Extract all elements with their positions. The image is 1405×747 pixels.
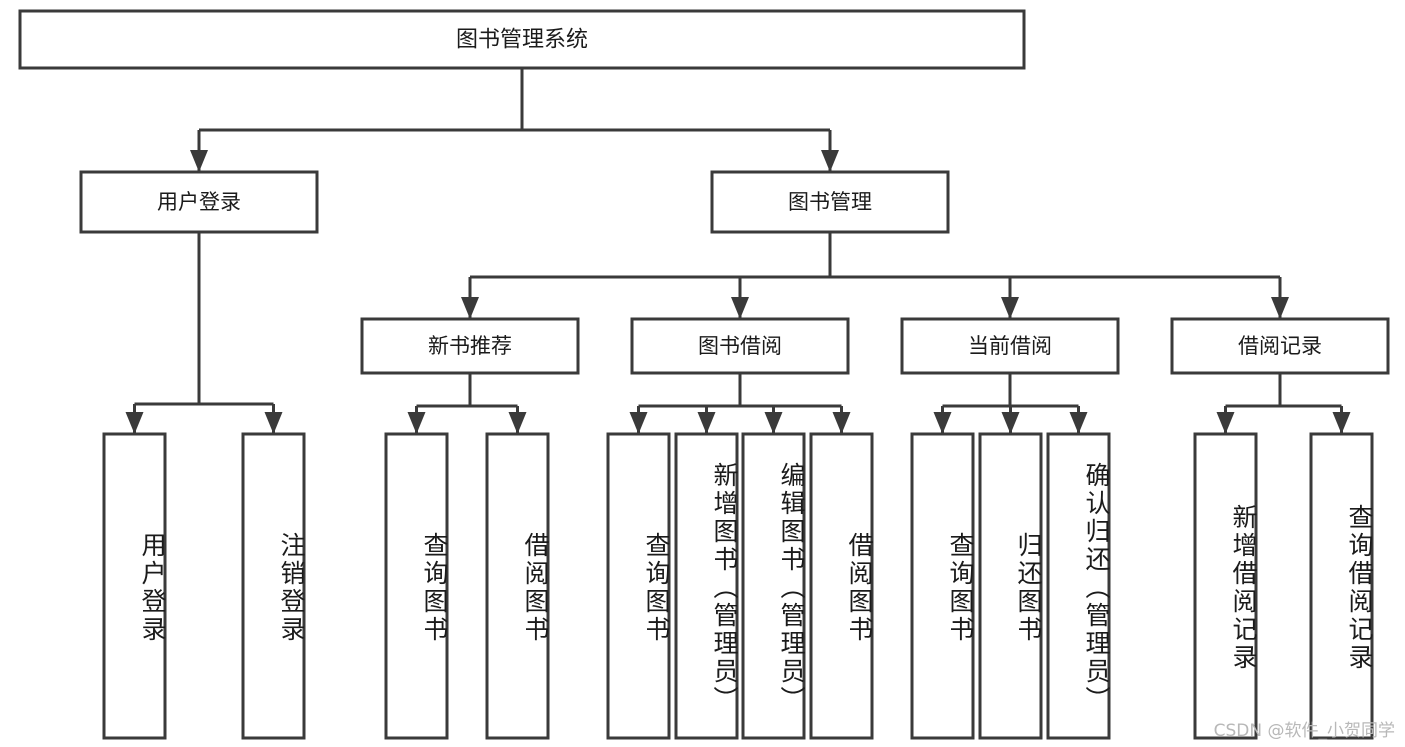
leaf-box-leaf-query-book-bb[interactable] xyxy=(606,432,671,740)
leaf-box-leaf-borrow-book-new[interactable] xyxy=(485,432,550,740)
arrow-head-icon xyxy=(1271,297,1289,319)
arrow-head-icon xyxy=(1001,412,1020,434)
leaf-box-leaf-logout-login[interactable] xyxy=(241,432,306,740)
node-box-book-borrow[interactable] xyxy=(630,317,850,375)
node-box-book-manage[interactable] xyxy=(710,170,950,234)
arrow-head-icon xyxy=(832,412,851,434)
node-box-new-book-recommend[interactable] xyxy=(360,317,580,375)
arrow-head-icon xyxy=(1332,412,1351,434)
arrow-head-icon xyxy=(125,412,144,434)
node-label-root: 图书管理系统 xyxy=(456,28,588,53)
node-label-current-borrow: 当前借阅 xyxy=(968,334,1052,358)
node-label-new-book-recommend: 新书推荐 xyxy=(428,334,512,358)
arrow-head-icon xyxy=(933,412,952,434)
watermark-text: CSDN @软件_小贺同学 xyxy=(1213,721,1395,741)
node-label-book-borrow: 图书借阅 xyxy=(698,334,782,358)
leaf-box-leaf-edit-book-admin[interactable] xyxy=(741,432,806,740)
node-box-root[interactable] xyxy=(18,9,1026,70)
node-label-book-manage: 图书管理 xyxy=(788,190,872,214)
node-label-user-login: 用户登录 xyxy=(157,190,241,214)
leaf-box-leaf-query-record[interactable] xyxy=(1309,432,1374,740)
node-box-user-login[interactable] xyxy=(79,170,319,234)
node-box-borrow-record[interactable] xyxy=(1170,317,1390,375)
arrow-head-icon xyxy=(731,297,749,319)
node-box-current-borrow[interactable] xyxy=(900,317,1120,375)
leaf-box-leaf-borrow-book-bb[interactable] xyxy=(809,432,874,740)
arrow-head-icon xyxy=(1216,412,1235,434)
leaf-box-leaf-query-book-new[interactable] xyxy=(384,432,449,740)
arrow-head-icon xyxy=(1001,297,1019,319)
arrow-head-icon xyxy=(697,412,716,434)
arrow-head-icon xyxy=(764,412,783,434)
leaf-box-leaf-confirm-return[interactable] xyxy=(1046,432,1111,740)
arrow-head-icon xyxy=(190,150,208,172)
arrow-head-icon xyxy=(264,412,283,434)
arrow-head-icon xyxy=(629,412,648,434)
arrow-head-icon xyxy=(461,297,479,319)
arrow-head-icon xyxy=(407,412,426,434)
arrow-head-icon xyxy=(508,412,527,434)
node-label-borrow-record: 借阅记录 xyxy=(1238,334,1322,358)
boxes-layer xyxy=(18,9,1390,740)
leaf-box-leaf-user-login[interactable] xyxy=(102,432,167,740)
leaf-box-leaf-query-book-cb[interactable] xyxy=(910,432,975,740)
leaf-box-leaf-return-book[interactable] xyxy=(978,432,1043,740)
leaf-box-leaf-add-record[interactable] xyxy=(1193,432,1258,740)
arrow-head-icon xyxy=(821,150,839,172)
connectors-layer xyxy=(125,68,1351,434)
leaf-box-leaf-add-book-admin[interactable] xyxy=(674,432,739,740)
arrow-head-icon xyxy=(1069,412,1088,434)
